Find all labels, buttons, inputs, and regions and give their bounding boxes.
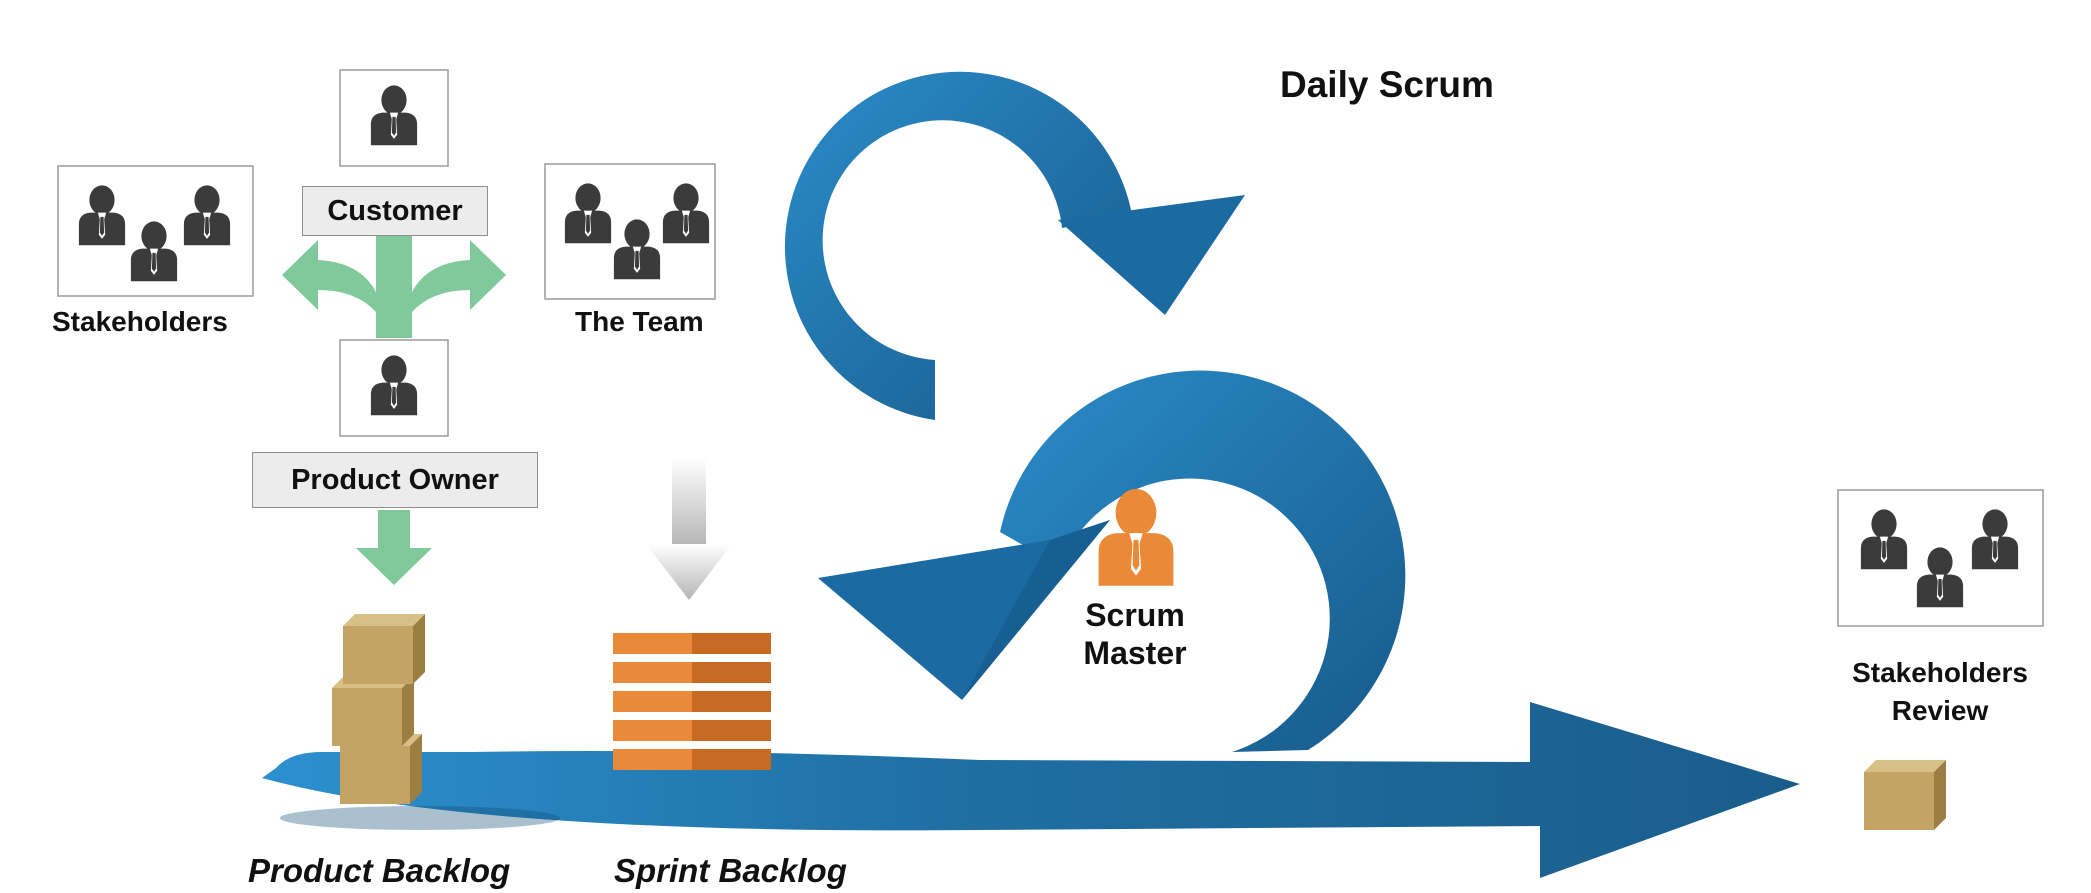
product-backlog-stack: [332, 614, 425, 804]
sprint-track-arrow: [262, 702, 1800, 878]
product-owner-tag: Product Owner: [252, 452, 538, 508]
stakeholders-label: Stakeholders: [52, 306, 228, 337]
stakeholders-review-label: Stakeholders Review: [1830, 654, 2050, 730]
stakeholders-review-line2: Review: [1891, 695, 1989, 726]
sprint-backlog-stack: [613, 633, 771, 770]
scrum-master-label: Scrum Master: [1075, 596, 1195, 672]
product-backlog-label: Product Backlog: [248, 852, 511, 889]
scrum-master-line2: Master: [1083, 635, 1187, 671]
customer-portrait: [339, 69, 449, 167]
stakeholders-review-portrait: [1837, 489, 2044, 627]
daily-scrum-arrowhead: [1058, 195, 1245, 315]
team-label: The Team: [575, 306, 704, 337]
stakeholders-portrait: [57, 165, 254, 297]
sprint-loop: [1000, 370, 1406, 752]
stakeholders-review-line1: Stakeholders: [1852, 657, 2028, 688]
scrum-master-line1: Scrum: [1085, 597, 1185, 633]
review-box-icon: [1864, 760, 1946, 830]
daily-scrum-loop: [784, 71, 1132, 420]
product-owner-portrait: [339, 339, 449, 437]
team-down-arrow: [646, 458, 732, 600]
product-owner-down-arrow: [356, 510, 432, 585]
track-shadow: [280, 806, 560, 830]
team-portrait: [544, 163, 716, 300]
sprint-backlog-label: Sprint Backlog: [614, 852, 847, 889]
customer-to-stakeholders-arrows: [282, 236, 506, 338]
daily-scrum-title: Daily Scrum: [1280, 64, 1494, 105]
customer-tag: Customer: [302, 186, 488, 236]
